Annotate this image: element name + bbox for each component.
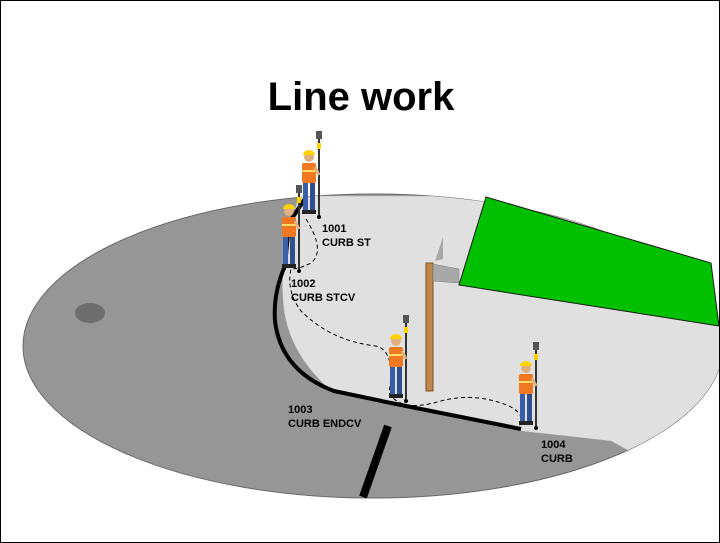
surveyor-figure	[300, 129, 324, 221]
slide-title: Line work	[267, 75, 455, 119]
point-1001-code: CURB ST	[322, 237, 371, 249]
grass-area	[458, 196, 719, 327]
manhole	[75, 303, 105, 323]
point-1004-code: CURB	[541, 453, 573, 465]
point-1003-code: CURB ENDCV	[288, 418, 362, 430]
point-1002-id: 1002	[291, 278, 315, 290]
walking-path	[289, 218, 523, 427]
point-1002-code: CURB STCV	[291, 292, 356, 304]
point-1003-id: 1003	[288, 404, 312, 416]
crossing-line	[359, 424, 392, 499]
point-1004-id: 1004	[541, 439, 566, 451]
point-1001-id: 1001	[322, 223, 346, 235]
utility-pole	[425, 237, 460, 392]
curb-line	[272, 195, 522, 431]
